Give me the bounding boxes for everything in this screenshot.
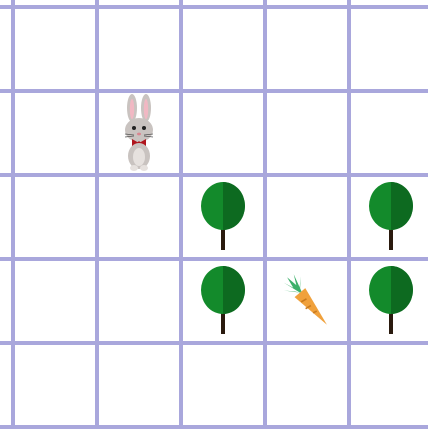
board-cell-bunny — [99, 93, 179, 173]
grid-line-horizontal — [0, 425, 428, 429]
board-cell-tree — [351, 261, 428, 341]
grid-line-vertical — [263, 0, 267, 427]
tree-icon — [366, 182, 416, 252]
board-cell-carrot — [267, 261, 347, 341]
bunny-icon — [119, 94, 159, 172]
grid-line-horizontal — [0, 341, 428, 345]
tree-icon — [198, 266, 248, 336]
grid-line-horizontal — [0, 89, 428, 93]
grid-line-horizontal — [0, 5, 428, 9]
tree-icon — [366, 266, 416, 336]
board-cell-tree — [183, 261, 263, 341]
board-cell-tree — [183, 177, 263, 257]
grid-line-vertical — [11, 0, 15, 427]
carrot-icon — [274, 268, 340, 334]
grid-line-vertical — [95, 0, 99, 427]
tree-icon — [198, 182, 248, 252]
board-cell-tree — [351, 177, 428, 257]
